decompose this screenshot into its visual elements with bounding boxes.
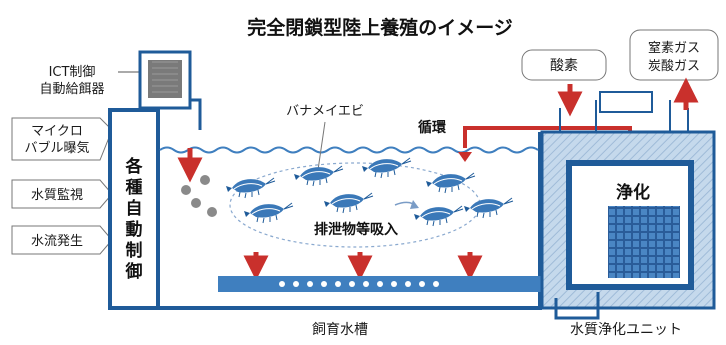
- control-char-1: 各: [125, 156, 144, 177]
- water-flow-callout: [11, 225, 113, 255]
- control-vertical-text: 各 種 自 動 制 御: [125, 156, 144, 282]
- shrimp-icon: [323, 192, 374, 214]
- purification-unit: [540, 91, 716, 320]
- purification-label: 浄化: [616, 182, 650, 203]
- shrimp-leader-line: [317, 121, 326, 171]
- micro-label-line1: マイクロ: [31, 124, 83, 139]
- water-surface: [159, 146, 539, 154]
- feeder-box-icon: [138, 50, 202, 130]
- shrimp-icon: [361, 157, 412, 179]
- control-char-6: 御: [125, 261, 143, 282]
- shrimp-icon: [463, 197, 514, 219]
- oxygen-label: 酸素: [550, 58, 578, 74]
- shrimp-icon: [425, 172, 476, 194]
- filter-grid-icon: [608, 206, 680, 278]
- feed-pellets: [181, 175, 217, 217]
- micro-label-line2: バブル曝気: [24, 140, 89, 156]
- ict-label-line2: 自動給餌器: [39, 82, 104, 97]
- shrimp-group: [225, 157, 514, 227]
- micro-bubble-callout: [11, 117, 113, 161]
- ict-feeder-label: ICT制御 自動給餌器: [39, 65, 104, 97]
- gas-label-line1: 窒素ガス: [648, 40, 700, 56]
- gas-label-line2: 炭酸ガス: [648, 59, 700, 74]
- gas-bubble: [629, 29, 719, 81]
- circulation-label: 循環: [418, 119, 447, 136]
- shrimp-icon: [293, 165, 344, 187]
- control-char-2: 種: [126, 177, 143, 198]
- water-flow-label: 水流発生: [31, 234, 83, 249]
- water-quality-label: 水質監視: [31, 187, 83, 203]
- shrimp-icon: [243, 202, 294, 224]
- oxygen-bubble: [521, 49, 607, 81]
- shrimp-label: バナメイエビ: [286, 104, 364, 119]
- water-quality-callout: [11, 179, 113, 209]
- control-char-3: 自: [126, 198, 143, 219]
- diagram-title: 完全閉鎖型陸上養殖のイメージ: [247, 16, 513, 39]
- shrimp-icon: [413, 205, 464, 227]
- bottom-pipe: [218, 276, 598, 292]
- tank-wall: [156, 110, 542, 310]
- control-char-5: 制: [126, 240, 143, 261]
- ict-label-line1: ICT制御: [49, 65, 96, 80]
- waste-absorption-label: 排泄物等吸入: [314, 221, 398, 238]
- control-char-4: 動: [126, 219, 143, 240]
- tank-caption: 飼育水槽: [312, 322, 368, 338]
- unit-caption: 水質浄化ユニット: [570, 322, 682, 338]
